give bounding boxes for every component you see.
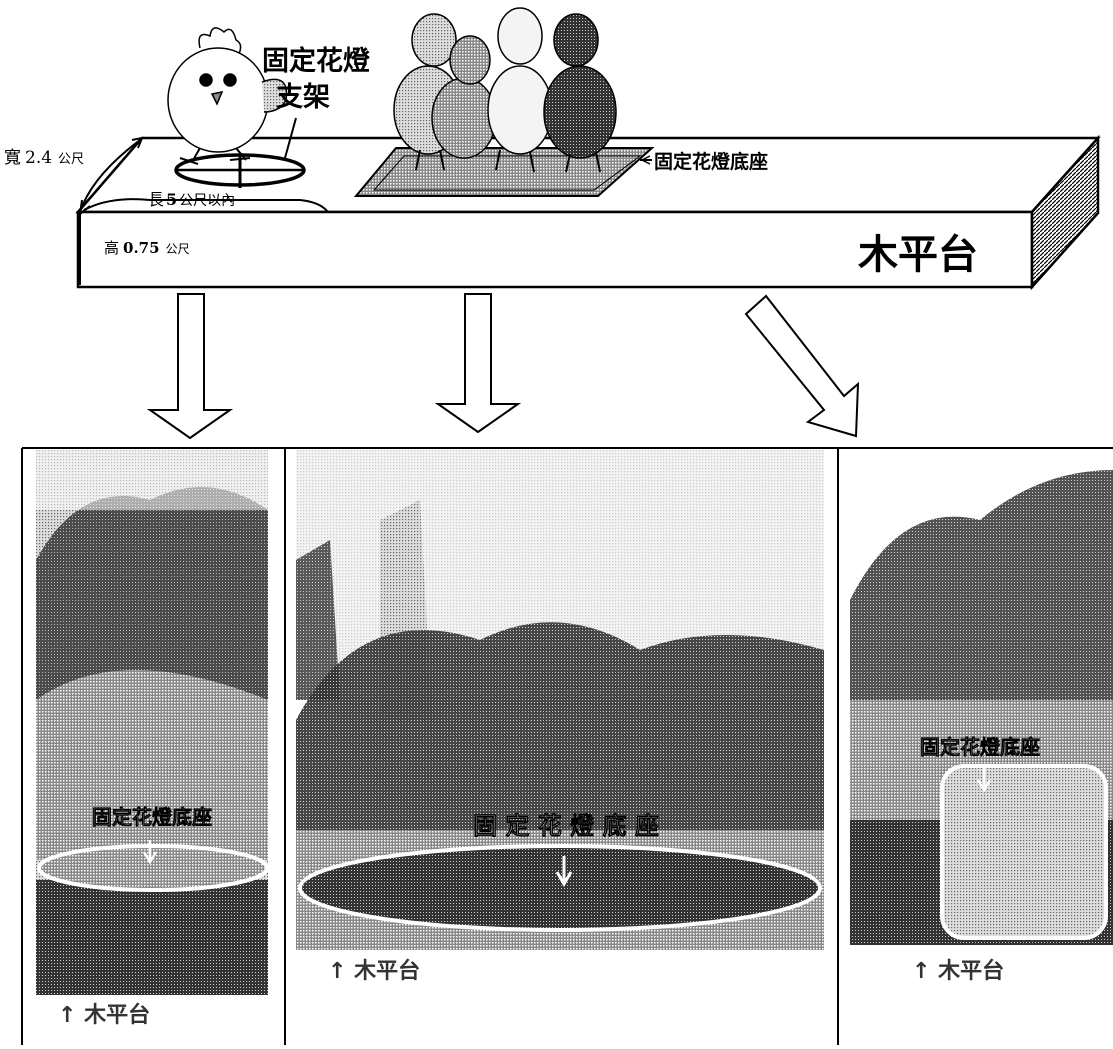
photo-2-down-arrow bbox=[555, 856, 573, 887]
photo-3-base-label: 固定花燈底座 bbox=[920, 735, 1040, 759]
photo-panel-frame bbox=[21, 447, 1113, 1045]
dimension-lines bbox=[78, 136, 329, 285]
photo-2: 固 定 花 燈 底 座 ↑ 木平台 bbox=[296, 450, 824, 984]
chicken-lantern-figure bbox=[167, 27, 288, 165]
photo-3-platform-label: ↑ 木平台 bbox=[912, 958, 1004, 984]
bracket-label-line1: 固定花燈 bbox=[262, 45, 370, 77]
photo-1-platform-label: ↑ 木平台 bbox=[58, 1002, 150, 1028]
bracket-pointer bbox=[284, 117, 297, 159]
width-dimension-line bbox=[79, 139, 141, 213]
down-arrow-left bbox=[146, 293, 234, 440]
photo-1-base-label: 固定花燈底座 bbox=[92, 805, 212, 829]
platform-side bbox=[1030, 134, 1100, 291]
chicken-group-figure bbox=[393, 7, 617, 173]
platform-name: 木平台 bbox=[858, 232, 978, 278]
photo-1-down-arrow bbox=[142, 840, 158, 865]
platform-front bbox=[76, 210, 1034, 289]
down-arrow-right bbox=[744, 294, 860, 438]
length-dimension-line bbox=[83, 198, 329, 213]
lantern-bracket bbox=[174, 153, 306, 188]
bracket-label-line2: 支架 bbox=[276, 82, 330, 113]
photo-1: 固定花燈底座 ↑ 木平台 bbox=[36, 450, 269, 1028]
lantern-base bbox=[353, 147, 655, 197]
photo-3: 固定花燈底座 ↑ 木平台 bbox=[850, 450, 1113, 984]
photo-3-down-arrow bbox=[976, 768, 992, 793]
photo-2-platform-label: ↑ 木平台 bbox=[328, 958, 420, 984]
photo-2-base-label: 固 定 花 燈 底 座 bbox=[473, 812, 659, 840]
down-arrow-middle bbox=[434, 293, 522, 434]
base-label: 固定花燈底座 bbox=[654, 150, 768, 173]
